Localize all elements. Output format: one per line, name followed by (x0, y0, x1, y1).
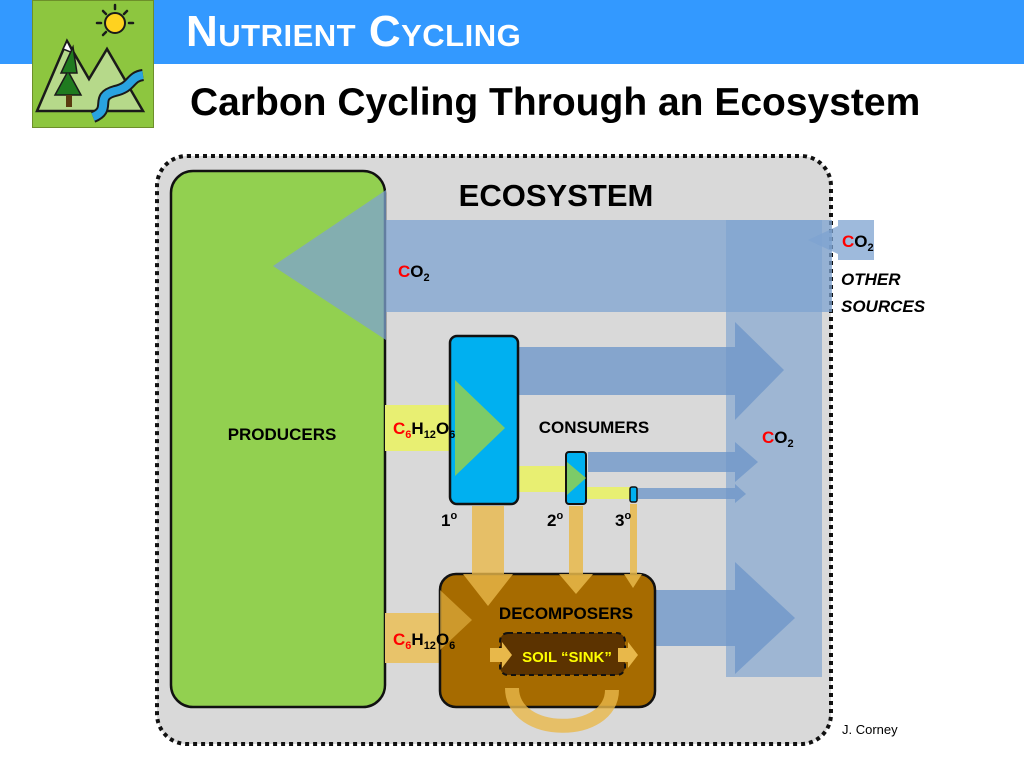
secondary-consumer-arrowhead (567, 462, 586, 495)
glucose-carbon: C (393, 630, 405, 649)
co2-oxygen: O (854, 232, 867, 251)
co2-carbon: C (398, 262, 410, 281)
co2-label-other-sources: CO2 (842, 232, 874, 254)
soil-sink-label: SOIL “SINK” (522, 649, 612, 666)
co2-subscript: 2 (424, 272, 430, 284)
soil-sink-input-arrow (490, 642, 512, 668)
glucose-carbon-sub: 6 (405, 640, 411, 652)
glucose-arrow-primary-to-secondary (518, 466, 566, 492)
co2-carbon: C (762, 428, 774, 447)
decay-arrow-producers-entry (440, 590, 472, 650)
co2-subscript: 2 (868, 242, 874, 254)
trophic-level-primary: 1o (441, 510, 457, 530)
co2-label-respiration: CO2 (762, 428, 794, 450)
glucose-hydrogen: H (411, 419, 423, 438)
consumer-respiration-arrow-2 (588, 442, 758, 482)
trophic-level-secondary: 2o (547, 510, 563, 530)
co2-uptake-arrow (273, 190, 832, 340)
soil-sink-box (499, 632, 626, 676)
soil-sink-loop-arrow (505, 687, 619, 733)
glucose-arrow-producers-to-consumers (385, 405, 450, 451)
glucose-oxygen: O (436, 630, 449, 649)
glucose-carbon-sub: 6 (405, 429, 411, 441)
logo (32, 0, 154, 128)
header-bar (0, 0, 1024, 64)
trophic-number: 1 (441, 511, 450, 530)
consumer-respiration-arrow-3 (636, 484, 746, 503)
trophic-number: 3 (615, 511, 624, 530)
glucose-oxygen-sub: 6 (449, 640, 455, 652)
page-subtitle: Carbon Cycling Through an Ecosystem (190, 81, 921, 124)
glucose-oxygen: O (436, 419, 449, 438)
glucose-carbon: C (393, 419, 405, 438)
other-sources-label-line1: OTHER (841, 270, 901, 289)
decay-arrow-secondary (559, 506, 593, 594)
trophic-degree: o (556, 510, 563, 522)
page-title: Nutrient Cycling (186, 7, 522, 56)
glucose-arrow-secondary-to-tertiary (586, 487, 630, 499)
glucose-hydrogen-sub: 12 (424, 429, 436, 441)
ecosystem-label: ECOSYSTEM (459, 178, 654, 213)
trophic-level-tertiary: 3o (615, 510, 631, 530)
co2-carbon: C (842, 232, 854, 251)
producers-label: PRODUCERS (228, 425, 337, 444)
co2-label-uptake: CO2 (398, 262, 430, 284)
primary-consumer-arrowhead (455, 380, 505, 476)
co2-oxygen: O (410, 262, 423, 281)
consumers-label: CONSUMERS (539, 418, 650, 437)
soil-sink-output-arrow (618, 642, 638, 668)
co2-oxygen: O (774, 428, 787, 447)
trophic-degree: o (624, 510, 631, 522)
author-credit: J. Corney (842, 722, 898, 737)
tertiary-consumer-box (629, 486, 638, 503)
decomposer-respiration-arrow (655, 562, 795, 674)
other-sources-arrow (808, 220, 874, 260)
decay-arrow-primary (463, 506, 513, 606)
glucose-label-consumers: C6H12O6 (393, 419, 455, 441)
consumer-respiration-arrow-1 (518, 322, 784, 420)
trophic-degree: o (450, 510, 457, 522)
trophic-number: 2 (547, 511, 556, 530)
glucose-hydrogen: H (411, 630, 423, 649)
glucose-arrow-producers-to-decomposers (385, 613, 440, 663)
glucose-oxygen-sub: 6 (449, 429, 455, 441)
co2-subscript: 2 (788, 438, 794, 450)
other-sources-label-line2: SOURCES (841, 297, 926, 316)
mountain-tree-river-sun-icon (35, 3, 146, 123)
decomposers-label: DECOMPOSERS (499, 604, 633, 623)
glucose-label-decomposers: C6H12O6 (393, 630, 455, 652)
glucose-hydrogen-sub: 12 (424, 640, 436, 652)
decay-arrow-tertiary (624, 504, 642, 588)
